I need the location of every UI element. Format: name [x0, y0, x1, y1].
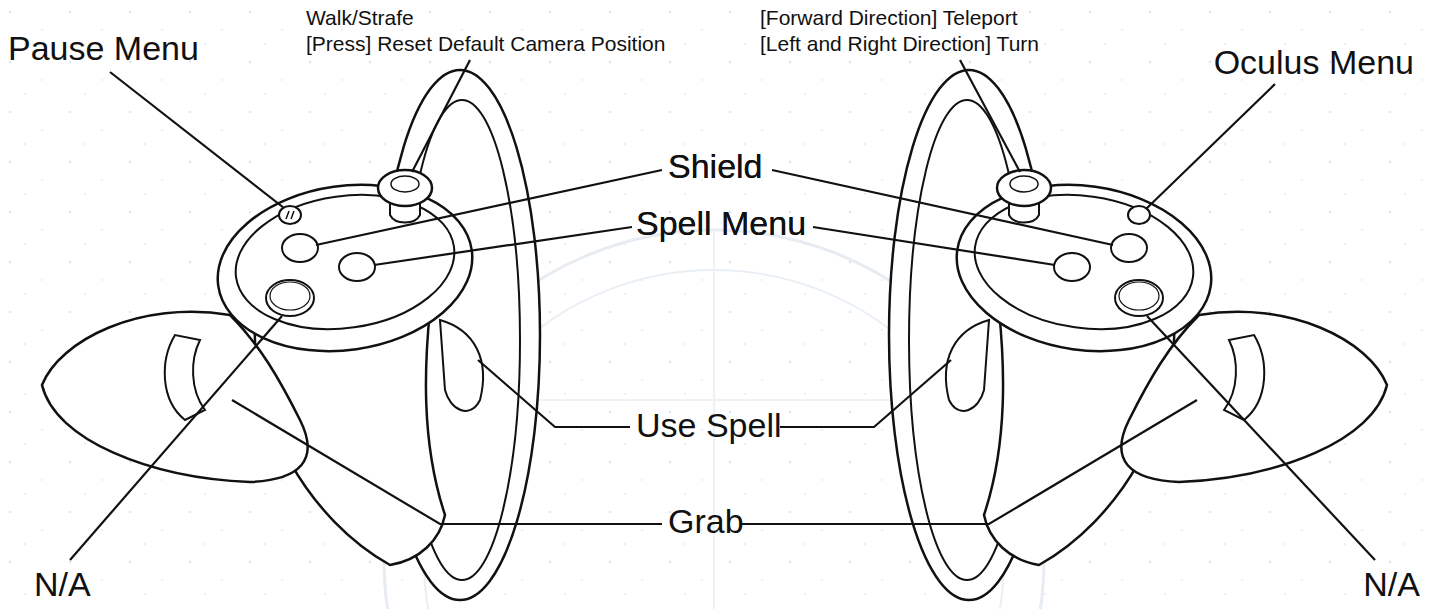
callout-label: Grab: [668, 503, 744, 540]
callout-label: Spell Menu: [636, 205, 806, 242]
callout-label: Use Spell: [636, 407, 782, 444]
callout-label: N/A: [1363, 566, 1420, 603]
callout-label: [Forward Direction] Teleport: [760, 6, 1018, 29]
callout-label: Walk/Strafe: [306, 6, 414, 29]
callout-label: N/A: [34, 566, 91, 603]
left-controller: [42, 70, 540, 600]
callout-label: [Press] Reset Default Camera Position: [306, 32, 665, 55]
callout-label: Oculus Menu: [1214, 44, 1414, 81]
callout-label: Pause Menu: [8, 30, 199, 67]
callout-label: [Left and Right Direction] Turn: [760, 32, 1039, 55]
leader-lines: [70, 60, 1375, 560]
callout-label: Shield: [668, 148, 763, 185]
right-controller: [889, 70, 1387, 600]
